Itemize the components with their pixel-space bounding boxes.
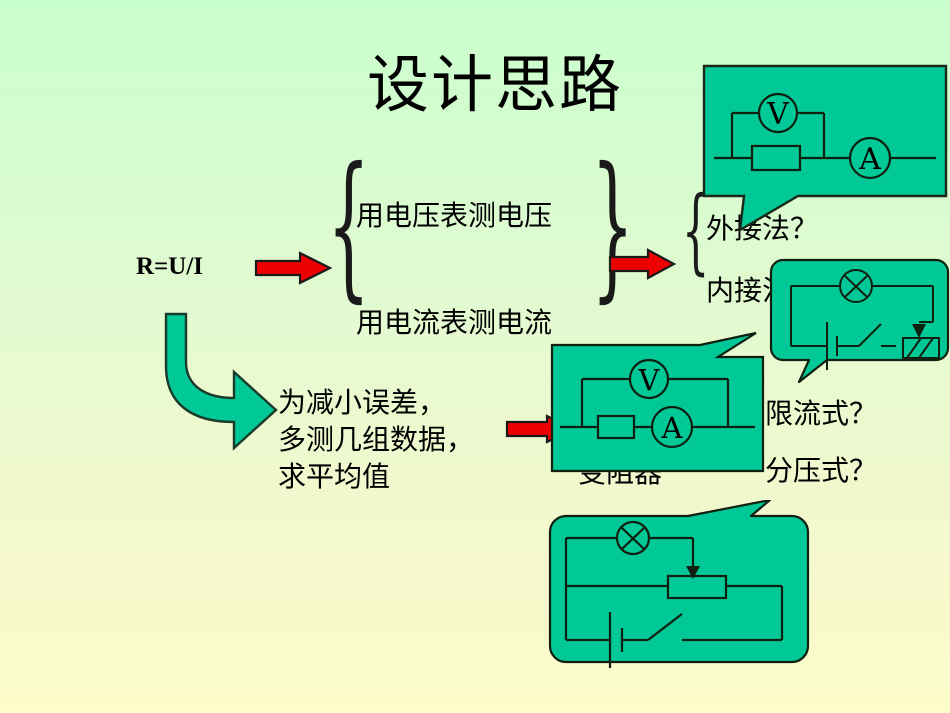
average-note-line-1: 为减小误差， [278,386,447,419]
average-note: 为减小误差， 多测几组数据， 求平均值 [278,385,474,496]
voltmeter-label: V [638,363,661,397]
red-arrow-to-measurements [254,251,332,285]
callout-ammeter-internal: V A [550,331,765,484]
page-title: 设计思路 [366,48,623,121]
ammeter-internal-circuit-diagram: V A [550,331,765,473]
current-limiting-label: 限流式？ [765,397,878,430]
red-right-arrow-icon [254,251,332,285]
brace-close-measurements: } [591,134,635,318]
current-limiting-circuit-diagram [769,258,950,384]
voltage-divider-circuit-diagram [548,498,810,668]
ammeter-label: A [661,411,684,445]
callout-ammeter-external: V A [700,58,950,243]
voltage-divider-label: 分压式？ [765,454,878,487]
formula-label: R=U/I [136,253,204,280]
measure-current-label: 用电流表测电流 [356,306,553,339]
ammeter-label: A [858,142,881,177]
ammeter-external-circuit-diagram: V A [702,64,948,233]
callout-voltage-divider [548,498,810,673]
red-right-arrow-icon [608,248,676,280]
green-elbow-arrow-icon [164,312,278,451]
callout-current-limiting [769,256,950,389]
average-note-line-3: 求平均值 [278,459,391,493]
measure-voltage-label: 用电压表测电压 [356,199,553,232]
brace-open-methods: { [681,175,710,285]
brace-open-measurements: { [327,134,371,318]
red-arrow-to-methods [608,248,676,280]
green-elbow-arrow [150,300,280,475]
voltmeter-label: V [766,97,790,132]
average-note-line-2: 多测几组数据， [278,422,475,456]
